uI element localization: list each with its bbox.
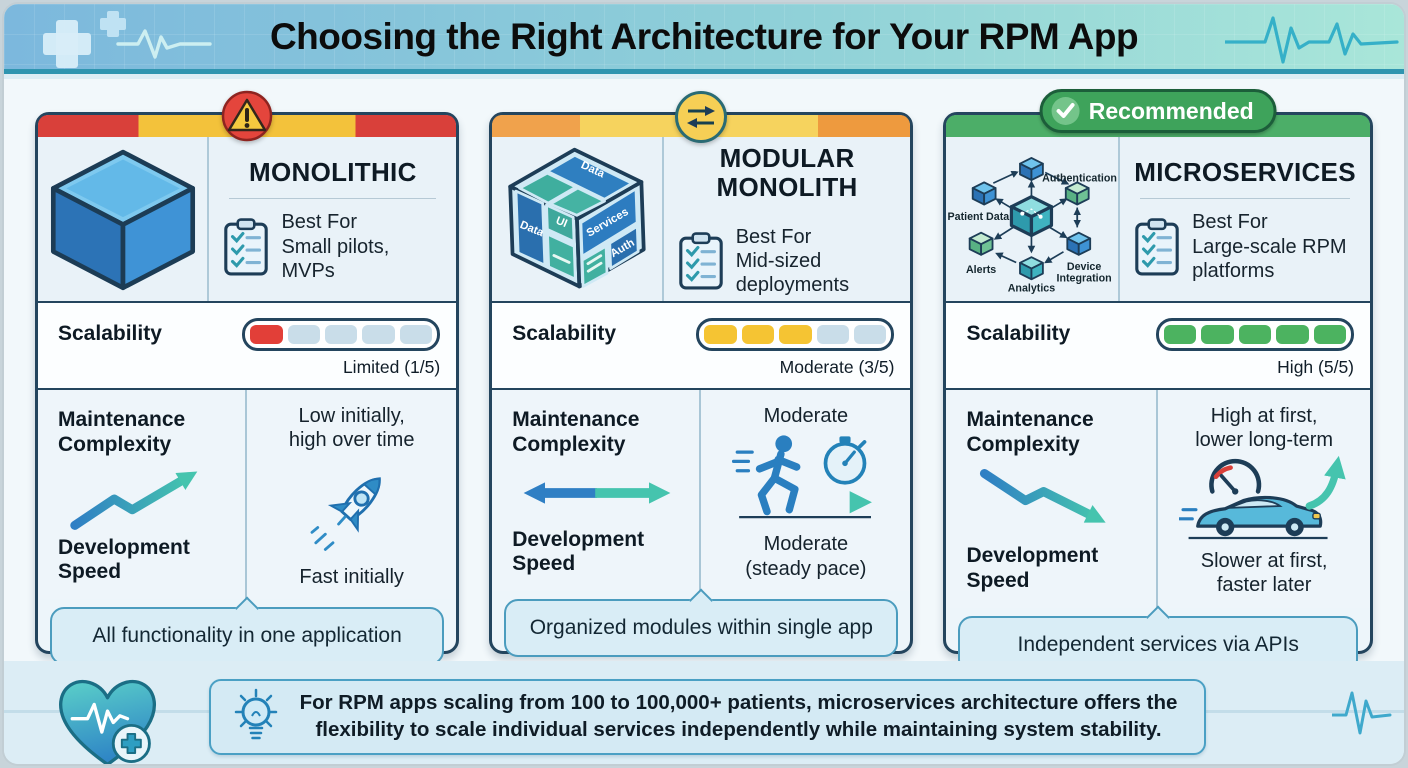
scalability-meter <box>1156 318 1355 351</box>
clipboard-icon <box>678 232 723 290</box>
scalability-segment <box>250 325 283 344</box>
header-banner: Choosing the Right Architecture for Your… <box>4 4 1404 74</box>
dev-speed-value: Moderate (steady pace) <box>745 533 867 580</box>
scalability-segment <box>704 325 737 344</box>
medical-cross-icon <box>43 11 212 68</box>
scalability-segment <box>741 325 775 344</box>
swap-arrows-icon <box>675 91 728 143</box>
scalability-segment <box>1276 325 1309 344</box>
tip-callout: For RPM apps scaling from 100 to 100,000… <box>209 679 1206 755</box>
scalability-segment <box>1164 325 1197 344</box>
scalability-caption: Limited (1/5) <box>342 357 441 377</box>
monolith-cube-icon <box>38 137 210 301</box>
lightbulb-icon <box>234 688 278 740</box>
rocket-icon <box>310 476 381 551</box>
card-title: MONOLITHIC <box>249 157 417 188</box>
scalability-label: Scalability <box>58 322 162 345</box>
maintenance-value: High at first, lower long-term <box>1195 405 1334 452</box>
card-microservices: Recommended <box>943 89 1374 674</box>
cube-label-ui: UI <box>554 215 569 230</box>
diagram-label-patient-data: Patient Data <box>948 211 1010 223</box>
maintenance-label: Maintenance Complexity <box>58 408 186 456</box>
best-for-label: Best For <box>281 211 358 234</box>
clipboard-icon <box>224 218 269 276</box>
scalability-segment <box>816 325 850 344</box>
maintenance-label: Maintenance Complexity <box>966 408 1094 456</box>
card-title: MICROSERVICES <box>1134 157 1356 188</box>
scalability-segment <box>362 325 395 344</box>
scalability-meter <box>242 318 441 351</box>
heartbeat-line-icon <box>1332 691 1392 735</box>
scalability-segment <box>325 325 358 344</box>
scalability-row: Scalability High (5/5) <box>946 303 1371 390</box>
recommended-badge: Recommended <box>1039 89 1277 133</box>
card-monolithic: MONOLITHIC <box>35 90 460 666</box>
car-speedometer-icon <box>1179 455 1346 539</box>
scalability-segment <box>854 325 887 344</box>
diagram-label-integration: Integration <box>1057 273 1112 285</box>
trend-flat-arrow-icon <box>523 481 671 504</box>
best-for-value: Small pilots, MVPs <box>281 235 390 283</box>
heartbeat-line-icon <box>1225 16 1399 64</box>
scalability-segment <box>1238 325 1272 344</box>
dev-speed-label: Development Speed <box>58 535 190 584</box>
best-for-value: Large-scale RPM platforms <box>1192 235 1347 283</box>
scalability-segment <box>287 325 321 344</box>
scalability-caption: High (5/5) <box>1277 357 1355 377</box>
comparison-panel: MONOLITHIC <box>4 79 1404 674</box>
check-circle-icon <box>1051 97 1080 125</box>
scalability-segment <box>779 325 812 344</box>
diagram-label-alerts: Alerts <box>966 264 996 276</box>
diagram-label-analytics: Analytics <box>1008 282 1056 294</box>
runner-stopwatch-icon <box>731 435 872 519</box>
clipboard-icon <box>1135 218 1179 276</box>
recommended-label: Recommended <box>1088 97 1254 124</box>
divider <box>229 198 437 200</box>
best-for-label: Best For <box>1192 211 1268 234</box>
modular-cube-icon: Data Data UI Services Auth <box>492 137 664 301</box>
maintenance-label: Maintenance Complexity <box>512 408 640 456</box>
maintenance-value: Low initially, high over time <box>288 405 415 452</box>
maintenance-value: Moderate <box>763 405 849 427</box>
heart-pulse-icon <box>59 679 156 764</box>
warning-icon <box>221 90 273 142</box>
trend-down-arrow-icon <box>980 468 1107 523</box>
scalability-label: Scalability <box>966 322 1071 345</box>
tip-text: For RPM apps scaling from 100 to 100,000… <box>299 691 1178 741</box>
dev-speed-label: Development Speed <box>966 544 1099 592</box>
scalability-row: Scalability Limited (1/5) <box>38 303 457 390</box>
scalability-label: Scalability <box>512 322 617 345</box>
scalability-segment <box>1201 325 1234 344</box>
divider <box>1140 198 1351 200</box>
microservices-network-icon: Authentication Patient Data Alerts Analy… <box>946 137 1121 301</box>
card-title: MODULAR MONOLITH <box>716 143 858 203</box>
page-frame: Choosing the Right Architecture for Your… <box>4 4 1404 764</box>
dev-speed-value: Slower at first, faster later <box>1200 549 1328 597</box>
best-for-label: Best For <box>735 225 812 248</box>
scalability-caption: Moderate (3/5) <box>779 357 895 377</box>
best-for-value: Mid-sized deployments <box>735 249 850 297</box>
scalability-segment <box>399 325 433 344</box>
trend-up-arrow-icon <box>70 471 198 530</box>
diagram-label-device: Device <box>1067 261 1101 273</box>
scalability-segment <box>1313 325 1347 344</box>
dev-speed-label: Development Speed <box>512 527 645 576</box>
summary-note: Organized modules within single app <box>504 599 899 658</box>
summary-note: All functionality in one application <box>50 607 445 666</box>
page-title: Choosing the Right Architecture for Your… <box>269 16 1139 57</box>
diagram-label-authentication: Authentication <box>1043 173 1118 185</box>
scalability-meter <box>696 318 895 351</box>
dev-speed-value: Fast initially <box>299 565 404 588</box>
scalability-row: Scalability Moderate (3/5) <box>492 303 911 390</box>
card-modular-monolith: Data Data UI Services Auth <box>489 91 914 658</box>
footer-banner: For RPM apps scaling from 100 to 100,000… <box>4 661 1404 764</box>
